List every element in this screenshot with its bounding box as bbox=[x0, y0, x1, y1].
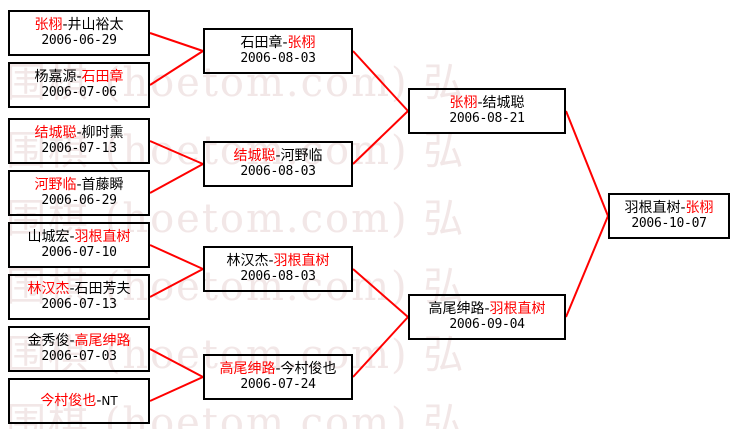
match-box-r1m8[interactable]: 今村俊也-NT bbox=[8, 378, 150, 424]
match-players-r2m4: 高尾绅路-今村俊也 bbox=[219, 362, 336, 377]
name-separator: - bbox=[76, 69, 82, 86]
match-date: 2006-09-04 bbox=[449, 317, 525, 333]
match-date: 2006-06-29 bbox=[41, 193, 117, 209]
loser-name: NT bbox=[101, 393, 118, 408]
match-date: 2006-08-21 bbox=[449, 111, 525, 127]
match-players-r1m2: 杨嘉源-石田章 bbox=[34, 70, 123, 85]
winner-name: 张栩 bbox=[287, 35, 316, 52]
winner-name: 张栩 bbox=[449, 95, 478, 112]
match-date: 2006-07-03 bbox=[41, 349, 117, 365]
match-date: 2006-07-10 bbox=[41, 245, 117, 261]
winner-name: 羽根直树 bbox=[489, 301, 546, 318]
winner-name: 河野临 bbox=[34, 177, 77, 194]
match-players-r1m8: 今村俊也-NT bbox=[40, 392, 118, 409]
match-date: 2006-07-13 bbox=[41, 297, 117, 313]
winner-name: 林汉杰 bbox=[27, 281, 70, 298]
match-players-r2m2: 结城聪-河野临 bbox=[233, 149, 322, 164]
match-date: 2006-08-03 bbox=[240, 269, 316, 285]
name-separator: - bbox=[477, 95, 483, 112]
winner-name: 结城聪 bbox=[34, 125, 77, 142]
match-players-r1m3: 结城聪-柳时熏 bbox=[34, 126, 123, 141]
loser-name: 首藤瞬 bbox=[81, 177, 124, 194]
match-date: 2006-10-07 bbox=[631, 216, 707, 232]
winner-name: 高尾绅路 bbox=[74, 333, 131, 350]
match-date: 2006-07-24 bbox=[240, 377, 316, 393]
match-date: 2006-07-06 bbox=[41, 85, 117, 101]
match-date: 2006-07-13 bbox=[41, 141, 117, 157]
winner-name: 张栩 bbox=[685, 200, 714, 217]
match-date: 2006-06-29 bbox=[41, 33, 117, 49]
match-players-r1m5: 山城宏-羽根直树 bbox=[27, 230, 130, 245]
name-separator: - bbox=[484, 301, 490, 318]
winner-name: 今村俊也 bbox=[40, 392, 97, 409]
loser-name: 今村俊也 bbox=[280, 361, 337, 378]
name-separator: - bbox=[69, 333, 75, 350]
name-separator: - bbox=[282, 35, 288, 52]
match-players-r2m3: 林汉杰-羽根直树 bbox=[226, 254, 329, 269]
name-separator: - bbox=[76, 125, 82, 142]
loser-name: 河野临 bbox=[280, 148, 323, 165]
match-players-r1m4: 河野临-首藤瞬 bbox=[34, 178, 123, 193]
match-players-f1: 羽根直树-张栩 bbox=[624, 201, 713, 216]
name-separator: - bbox=[680, 200, 686, 217]
name-separator: - bbox=[275, 361, 281, 378]
match-players-r1m7: 金秀俊-高尾绅路 bbox=[27, 334, 130, 349]
name-separator: - bbox=[268, 253, 274, 270]
match-date: 2006-08-03 bbox=[240, 164, 316, 180]
name-separator: - bbox=[76, 177, 82, 194]
loser-name: 结城聪 bbox=[482, 95, 525, 112]
name-separator: - bbox=[69, 281, 75, 298]
loser-name: 石田章 bbox=[240, 35, 283, 52]
loser-name: 高尾绅路 bbox=[428, 301, 485, 318]
loser-name: 柳时熏 bbox=[81, 125, 124, 142]
loser-name: 羽根直树 bbox=[624, 200, 681, 217]
winner-name: 羽根直树 bbox=[74, 229, 131, 246]
loser-name: 林汉杰 bbox=[226, 253, 269, 270]
name-separator: - bbox=[69, 229, 75, 246]
loser-name: 山城宏 bbox=[27, 229, 70, 246]
match-date: 2006-08-03 bbox=[240, 51, 316, 67]
winner-name: 结城聪 bbox=[233, 148, 276, 165]
match-players-r1m1: 张栩-井山裕太 bbox=[34, 18, 123, 33]
winner-name: 石田章 bbox=[81, 69, 124, 86]
loser-name: 井山裕太 bbox=[67, 17, 124, 34]
winner-name: 高尾绅路 bbox=[219, 361, 276, 378]
name-separator: - bbox=[96, 392, 102, 409]
loser-name: 杨嘉源 bbox=[34, 69, 77, 86]
match-players-sf1: 张栩-结城聪 bbox=[449, 96, 524, 111]
name-separator: - bbox=[62, 17, 68, 34]
match-players-r2m1: 石田章-张栩 bbox=[240, 36, 315, 51]
winner-name: 羽根直树 bbox=[273, 253, 330, 270]
name-separator: - bbox=[275, 148, 281, 165]
winner-name: 张栩 bbox=[34, 17, 63, 34]
loser-name: 石田芳夫 bbox=[74, 281, 131, 298]
match-players-r1m6: 林汉杰-石田芳夫 bbox=[27, 282, 130, 297]
match-players-sf2: 高尾绅路-羽根直树 bbox=[428, 302, 545, 317]
loser-name: 金秀俊 bbox=[27, 333, 70, 350]
